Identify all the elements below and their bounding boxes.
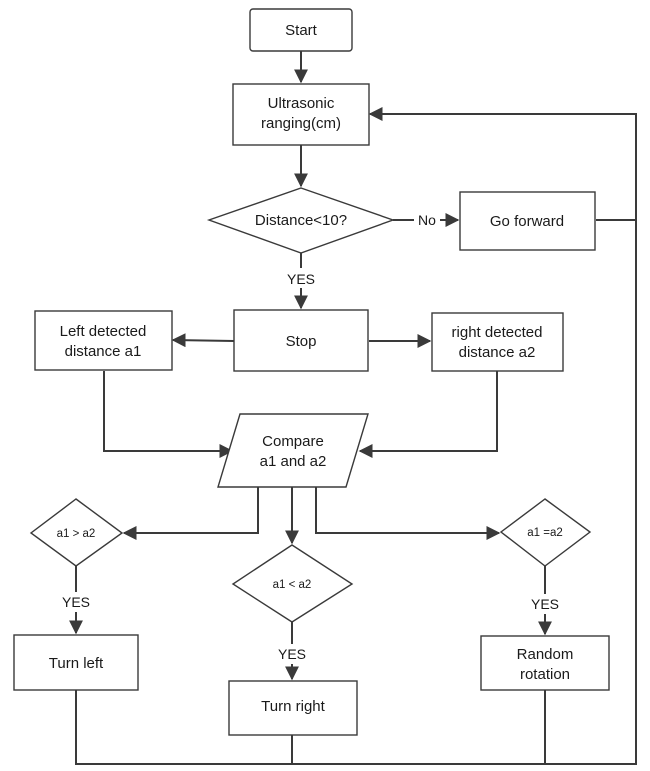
- node-compare: Compare a1 and a2: [217, 413, 369, 488]
- node-left-detected: Left detected distance a1: [34, 310, 173, 371]
- ranging-label-line-1: Ultrasonic: [268, 95, 335, 112]
- yes-label-bg-distance: [285, 268, 319, 288]
- node-turn-left: Turn left: [13, 634, 139, 691]
- right-detected-line-1: right detected: [452, 324, 543, 341]
- edge-label-yes-distance: YES: [287, 271, 315, 287]
- node-a1-gt-a2: a1 > a2: [29, 498, 124, 567]
- distance-decision-label: Distance<10?: [255, 212, 347, 229]
- edge-forward-loop-back: [368, 107, 637, 221]
- edge-compare-to-gt: [122, 487, 259, 540]
- yes-label-bg-lt: [275, 644, 309, 664]
- start-label: Start: [285, 22, 318, 39]
- edge-right-to-compare: [358, 371, 498, 458]
- edge-label-yes-eq: YES: [531, 596, 559, 612]
- node-random-rotation: Random rotation: [480, 635, 610, 691]
- compare-label-line-1: Compare: [262, 433, 324, 450]
- node-stop: Stop: [233, 309, 369, 372]
- edge-left-to-compare: [103, 371, 234, 458]
- edge-label-yes-lt: YES: [278, 646, 306, 662]
- node-go-forward: Go forward: [459, 191, 596, 251]
- right-detected-line-2: distance a2: [459, 344, 536, 361]
- left-detected-line-1: Left detected: [60, 323, 147, 340]
- edge-bottom-loop-back: [75, 220, 637, 765]
- edge-label-yes-gt: YES: [62, 594, 90, 610]
- yes-label-bg-eq: [528, 594, 562, 614]
- compare-label-line-2: a1 and a2: [260, 453, 327, 470]
- edge-stop-to-left: [171, 333, 235, 348]
- a1-lt-a2-label: a1 < a2: [273, 579, 312, 591]
- edge-label-no: No: [418, 212, 436, 228]
- random-rotation-line-2: rotation: [520, 666, 570, 683]
- yes-label-bg-gt: [59, 592, 93, 612]
- node-right-detected: right detected distance a2: [431, 312, 564, 372]
- edge-compare-to-eq: [315, 487, 501, 540]
- left-detected-line-2: distance a1: [65, 343, 142, 360]
- no-label-bg: [414, 210, 440, 230]
- node-ultrasonic-ranging: Ultrasonic ranging(cm): [232, 83, 370, 146]
- go-forward-label: Go forward: [490, 213, 564, 230]
- turn-right-label: Turn right: [261, 698, 325, 715]
- node-start: Start: [249, 8, 353, 52]
- node-a1-eq-a2: a1 =a2: [499, 498, 592, 567]
- stop-label: Stop: [286, 333, 317, 350]
- ranging-label-line-2: ranging(cm): [261, 115, 341, 132]
- node-a1-lt-a2: a1 < a2: [231, 544, 354, 623]
- a1-gt-a2-label: a1 > a2: [57, 528, 96, 540]
- node-turn-right: Turn right: [228, 680, 358, 736]
- node-distance-decision: Distance<10?: [206, 187, 396, 254]
- a1-eq-a2-label: a1 =a2: [527, 527, 563, 539]
- turn-left-label: Turn left: [49, 655, 104, 672]
- random-rotation-line-1: Random: [517, 646, 574, 663]
